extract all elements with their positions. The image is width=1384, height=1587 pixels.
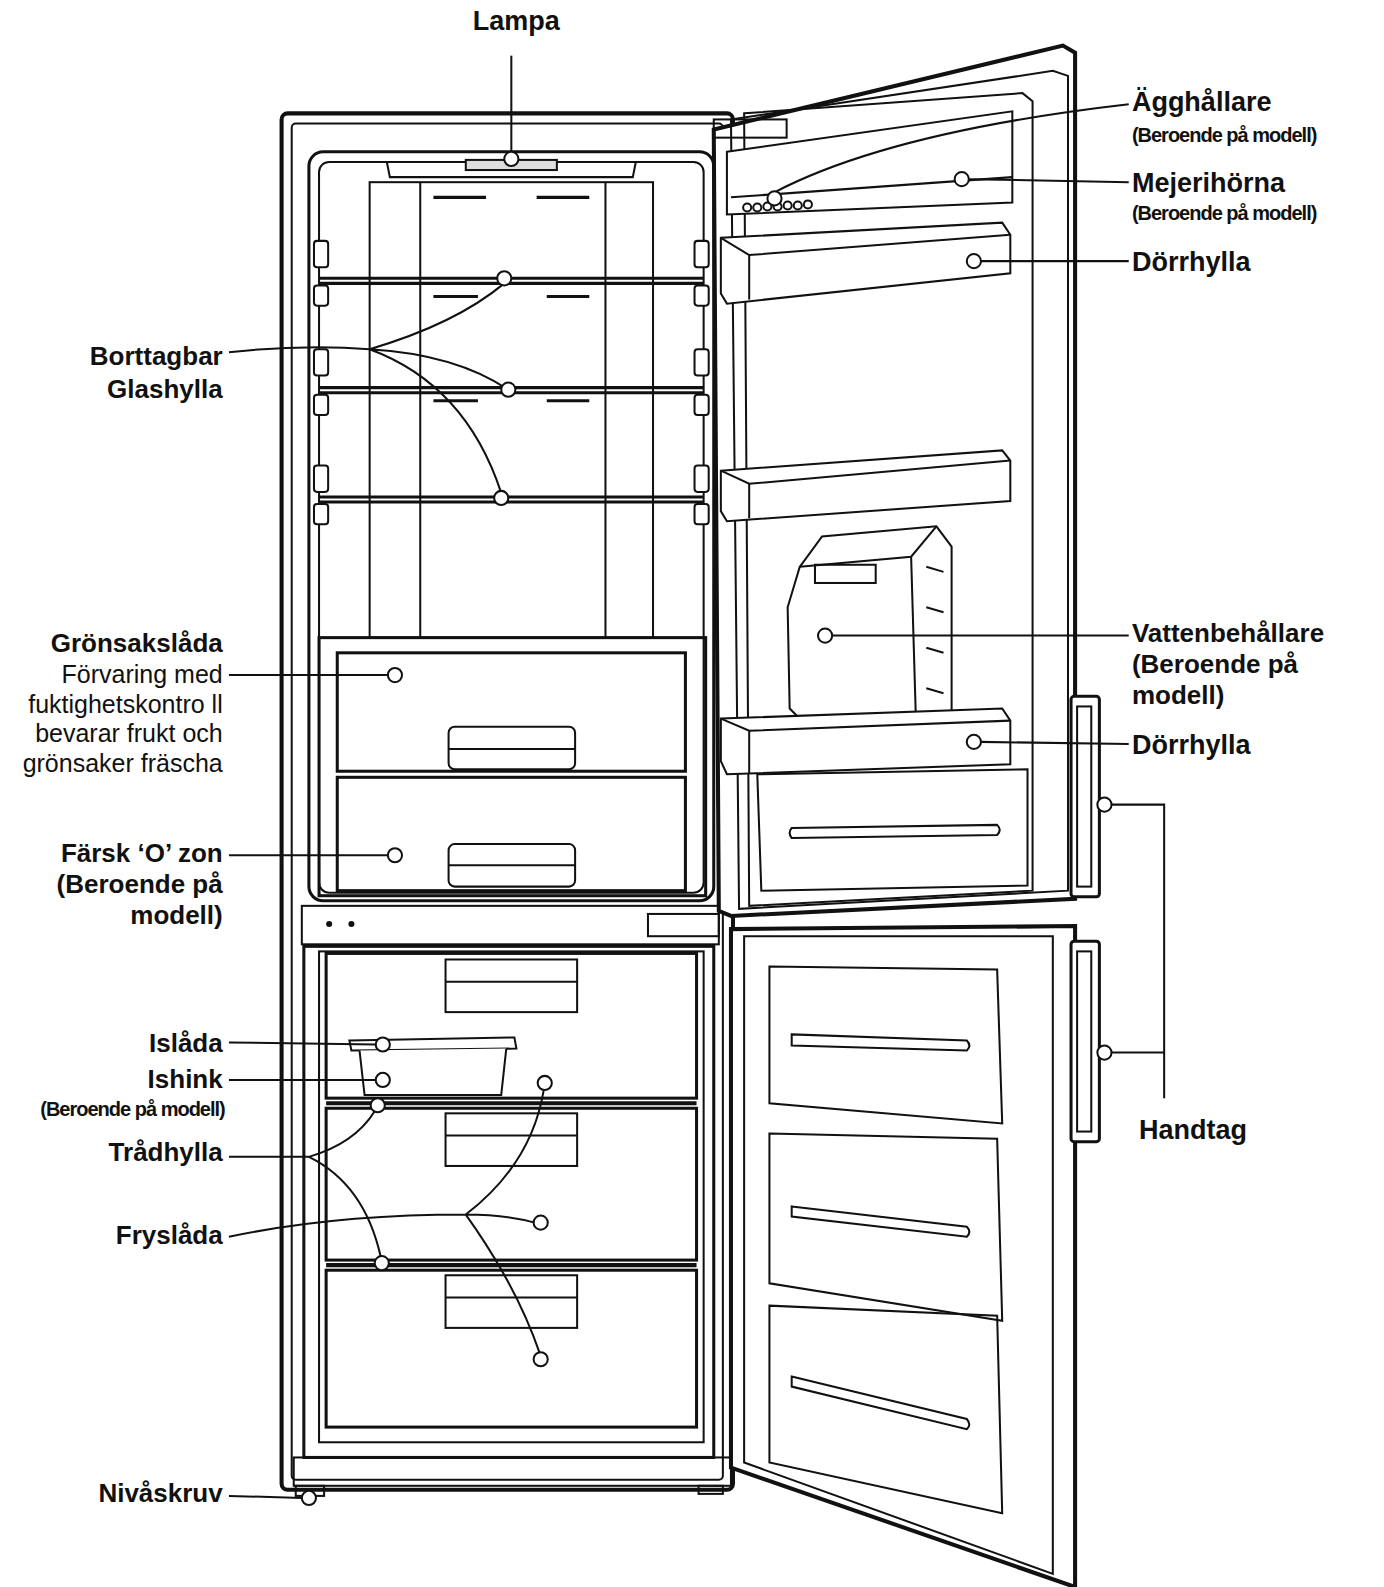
- part-label: Mejerihörna: [1132, 168, 1384, 199]
- part-label: (Beroende på modell): [1132, 202, 1384, 225]
- part-label: Islåda: [40, 1029, 222, 1059]
- part-label: Grönsakslåda: [0, 629, 223, 659]
- part-label: Trådhylla: [40, 1138, 222, 1168]
- part-label: Färsk ‘O’ zon (Beroende på modell): [10, 838, 223, 930]
- part-label: Ishink: [40, 1065, 222, 1095]
- part-label: Dörrhylla: [1132, 247, 1384, 278]
- part-label: (Beroende på modell): [1132, 124, 1384, 147]
- part-label: Lampa: [461, 6, 572, 37]
- part-label: Förvaring med fuktighetskontro ll bevara…: [0, 660, 223, 778]
- part-label: Fryslåda: [40, 1221, 222, 1251]
- part-label: Borttagbar Glashylla: [40, 340, 222, 405]
- part-label: Dörrhylla: [1132, 730, 1384, 761]
- part-label: Nivåskruv: [40, 1479, 222, 1509]
- part-label: Ägghållare: [1132, 87, 1384, 118]
- part-label: Handtag: [1139, 1115, 1362, 1146]
- part-label: Vattenbehållare (Beroende på modell): [1132, 618, 1350, 712]
- part-label: (Beroende på modell): [0, 1098, 225, 1121]
